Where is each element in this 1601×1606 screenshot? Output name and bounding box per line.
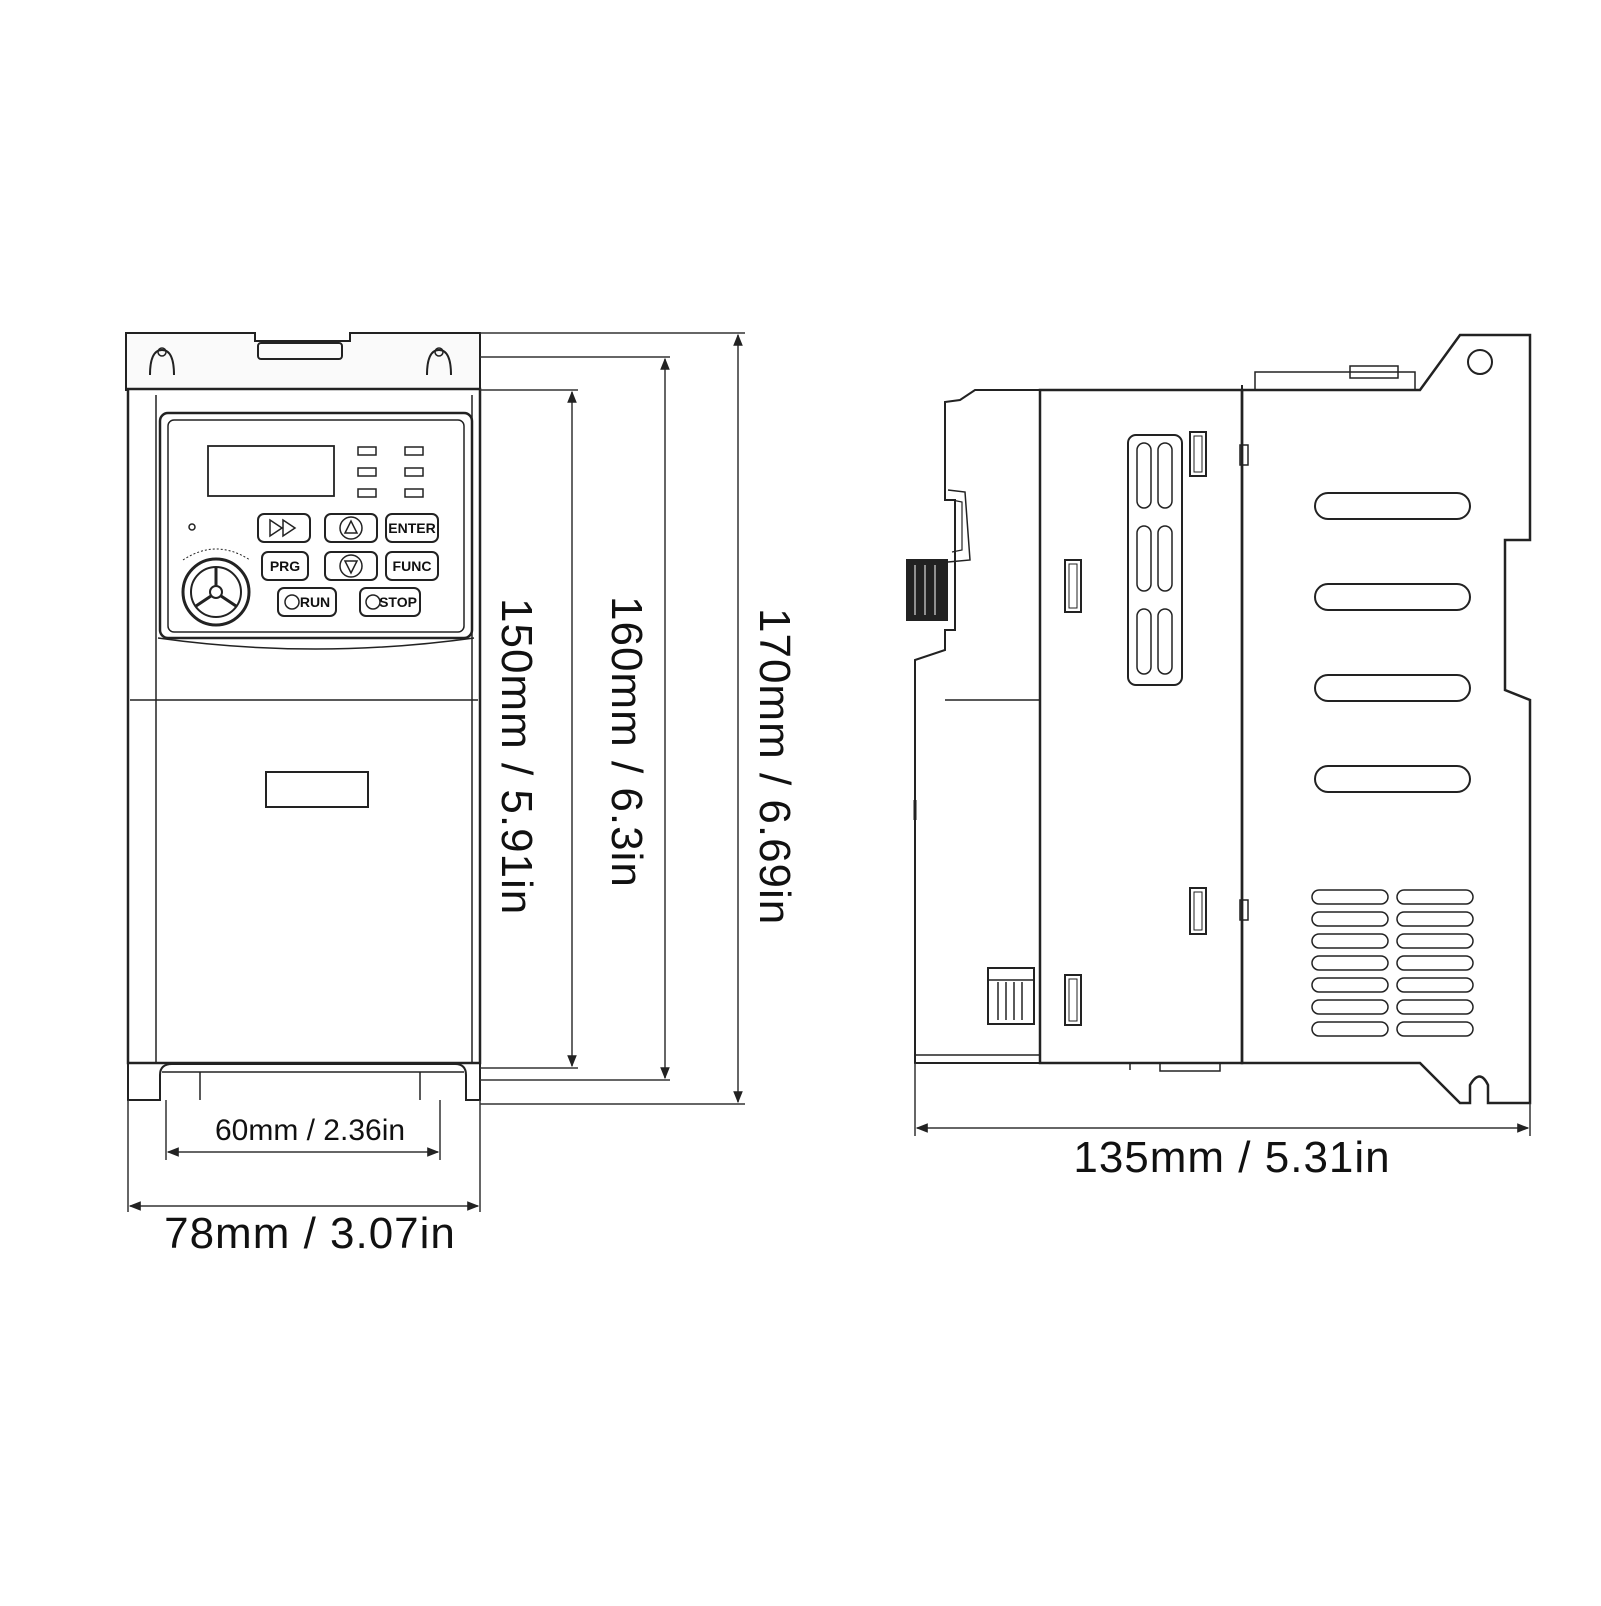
side-front-bezel xyxy=(914,389,1040,1064)
dim-150-label: 150mm / 5.91in xyxy=(492,598,541,915)
side-knob xyxy=(906,559,948,621)
keypad-panel xyxy=(158,411,474,640)
func-key-label: FUNC xyxy=(393,558,432,574)
side-mount-hole xyxy=(1467,349,1493,375)
front-mount-hole-left xyxy=(149,348,175,376)
stop-key xyxy=(359,587,421,617)
front-top-flange xyxy=(125,332,481,391)
side-vent-grid xyxy=(1311,889,1474,1037)
side-middle-section xyxy=(1038,388,1244,1065)
side-heatsink xyxy=(1240,333,1532,1105)
front-dimension-lines xyxy=(127,332,745,1212)
side-vent-panel xyxy=(1127,434,1183,686)
front-nameplate xyxy=(265,771,369,808)
enter-key xyxy=(385,513,439,543)
side-dimension-lines xyxy=(914,1063,1531,1136)
run-key-label: RUN xyxy=(300,594,330,610)
enter-key-label: ENTER xyxy=(388,520,435,536)
led-display xyxy=(207,445,335,497)
front-mount-hole-right xyxy=(426,348,452,376)
dim-160-label: 160mm / 6.3in xyxy=(602,596,651,888)
indicator-lamps xyxy=(357,446,424,498)
stop-key-label: STOP xyxy=(379,594,417,610)
side-terminal-block xyxy=(987,967,1035,1025)
dim-78-label: 78mm / 3.07in xyxy=(164,1209,456,1258)
front-housing xyxy=(126,387,482,1065)
dim-170-label: 170mm / 6.69in xyxy=(750,608,799,925)
run-key xyxy=(277,587,337,617)
front-top-slot xyxy=(257,342,343,360)
keypad-labels: ENTER PRG FUNC RUN STOP xyxy=(270,520,436,610)
front-bottom-flange xyxy=(127,1063,481,1101)
down-key xyxy=(324,551,378,581)
func-key xyxy=(385,551,439,581)
dim-60-label: 60mm / 2.36in xyxy=(215,1114,405,1147)
side-view xyxy=(906,333,1532,1105)
shift-key xyxy=(257,513,311,543)
prg-key-label: PRG xyxy=(270,558,300,574)
front-dimension-text: 150mm / 5.91in 160mm / 6.3in 170mm / 6.6… xyxy=(164,596,799,1258)
potentiometer-knob xyxy=(181,548,251,627)
up-key xyxy=(324,513,378,543)
prg-key xyxy=(261,551,309,581)
front-view xyxy=(125,332,482,1101)
dim-135-label: 135mm / 5.31in xyxy=(1073,1133,1390,1182)
